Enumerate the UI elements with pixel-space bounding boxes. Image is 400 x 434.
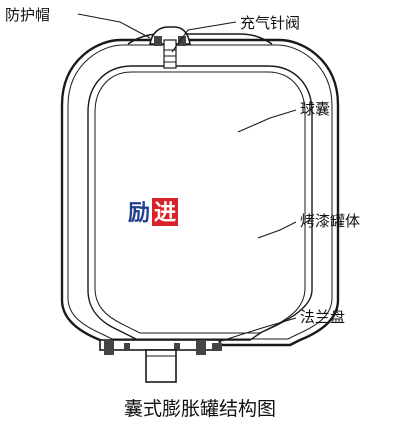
- leader-painted-tank: [257, 221, 297, 239]
- leader-protective-cap: [77, 13, 151, 39]
- tank-shell-inner: [67, 44, 333, 340]
- outlet-pipe: [145, 349, 177, 383]
- valve-hatch-left: [154, 36, 162, 46]
- flange-bolt-far-right: [212, 343, 222, 351]
- top-cap: [127, 33, 273, 45]
- flange-bolt-left: [104, 341, 114, 355]
- logo-mark: 励 进: [128, 198, 178, 226]
- valve-hatch-right: [178, 36, 186, 46]
- label-protective-cap: 防护帽: [5, 6, 50, 24]
- diagram-caption: 囊式膨胀罐结构图: [124, 398, 276, 420]
- flange-bolt-mid-left: [124, 343, 130, 351]
- label-painted-tank: 烤漆罐体: [300, 212, 360, 230]
- leader-inflation-valve: [171, 21, 237, 53]
- logo-part2: 进: [154, 200, 176, 226]
- logo-red-block: [152, 198, 178, 226]
- flange-bolt-mid-right: [174, 343, 180, 351]
- valve-stem: [163, 39, 177, 69]
- flange-bolt-right: [196, 341, 206, 355]
- bladder: [87, 65, 313, 349]
- leader-bladder: [237, 109, 297, 133]
- label-bladder: 球囊: [300, 100, 330, 118]
- leader-flange: [217, 317, 297, 343]
- bladder-inner: [94, 71, 306, 334]
- tank-shell-outer: [60, 38, 340, 347]
- label-inflation-valve: 充气针阀: [240, 14, 300, 32]
- label-flange: 法兰盘: [300, 308, 345, 326]
- logo-part1: 励: [128, 200, 150, 226]
